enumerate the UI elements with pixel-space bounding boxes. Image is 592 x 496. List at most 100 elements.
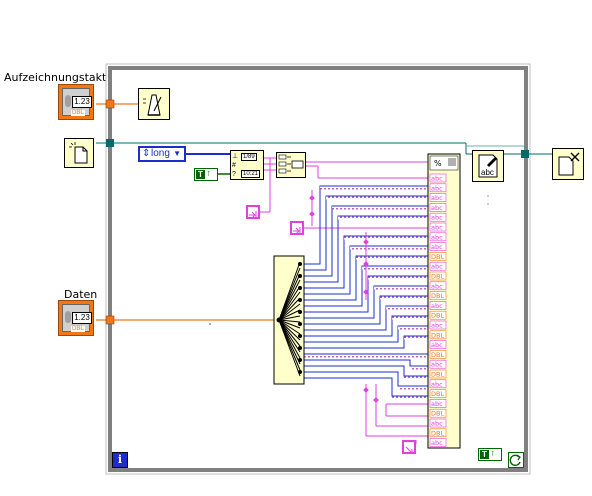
loop-iteration-terminal[interactable]: i: [112, 452, 128, 468]
bool-value: T: [196, 170, 205, 179]
format-input-slot: [429, 340, 447, 349]
format-input-slot: [429, 350, 447, 359]
time-value: 10:21: [241, 170, 261, 178]
format-input-slot: [429, 408, 447, 418]
format-input-slot: [429, 399, 447, 408]
format-input-slot: [429, 418, 447, 428]
wait-until-next-ms-node[interactable]: [138, 88, 170, 120]
format-input-slot: [429, 389, 447, 398]
format-input-slot-label: DBL: [431, 292, 444, 300]
format-input-slot: [429, 438, 447, 447]
bool-toggle-icon: ⊺: [491, 451, 495, 458]
format-input-slot-label: abc: [431, 302, 443, 310]
format-input-slot: [429, 291, 447, 300]
format-input-slot: [429, 183, 447, 193]
format-input-slot-label: abc: [431, 194, 443, 202]
format-input-slot: [429, 369, 447, 379]
format-input-slot: [429, 281, 447, 291]
numeric-knob-icon: [65, 311, 71, 323]
format-input-slot-label: DBL: [431, 351, 444, 359]
format-input-slot-label: abc: [431, 341, 443, 349]
format-input-slot-label: abc: [431, 439, 443, 447]
close-file-node[interactable]: [552, 148, 584, 180]
format-input-slot-label: DBL: [431, 312, 444, 320]
numeric-value: 1.23: [72, 96, 92, 108]
format-input-slot-label: DBL: [431, 429, 444, 437]
format-datetime-node[interactable]: ⊥ 1/89 # ? 10:21: [230, 150, 264, 180]
loop-condition-terminal[interactable]: [508, 452, 524, 468]
string-constant-3[interactable]: [402, 440, 416, 454]
write-text-file-icon: [478, 154, 498, 178]
bool-true-constant[interactable]: T ⊺: [194, 168, 218, 181]
format-input-slot: [429, 330, 447, 340]
format-input-slot-label: DBL: [431, 390, 444, 398]
string-constant-1[interactable]: [246, 205, 260, 219]
chevron-down-icon: ▼: [173, 149, 181, 158]
string-wires-top[interactable]: [186, 153, 430, 229]
format-input-slot-label: abc: [431, 400, 443, 408]
format-input-slot-label: abc: [431, 380, 443, 388]
format-input-slot-label: abc: [431, 204, 443, 212]
bool-toggle-icon: ⊺: [207, 171, 211, 178]
tunnel-numeric-data: [105, 315, 115, 325]
eol-icon: [405, 446, 413, 454]
format-input-slot: [429, 271, 447, 281]
format-input-slot-label: abc: [431, 175, 443, 183]
date-value: 1/89: [241, 153, 257, 161]
format-input-slot: [429, 232, 447, 242]
loop-condition-icon: [509, 454, 521, 467]
format-into-string-node[interactable]: % abcabcabcabcabcabcabcabcDBLabcDBLabcDB…: [427, 153, 461, 449]
array-wires[interactable]: [300, 185, 430, 444]
format-input-slot-label: abc: [431, 214, 443, 222]
new-file-icon: [69, 142, 88, 164]
format-input-slot: [429, 193, 447, 202]
tunnel-refnum-out: [521, 150, 529, 158]
data-control[interactable]: 1.23 DBL: [58, 300, 94, 336]
tunnel-numeric-top: [105, 99, 115, 109]
format-input-slot: [429, 173, 447, 183]
format-input-slot: [429, 359, 447, 369]
while-loop-structure[interactable]: [105, 63, 531, 475]
open-file-node[interactable]: [64, 138, 94, 168]
record-rate-control[interactable]: 1.23 DBL: [58, 84, 94, 120]
numeric-value: 1.23: [72, 312, 92, 324]
tunnel-refnum-in: [106, 139, 114, 147]
format-input-slot: [429, 310, 447, 320]
format-input-slot-label: DBL: [431, 253, 444, 261]
ring-value: long: [151, 148, 170, 159]
string-constant-2[interactable]: [290, 221, 304, 235]
format-input-slot: [429, 379, 447, 389]
format-input-slot-label: abc: [431, 233, 443, 241]
concatenate-icon: [278, 154, 304, 174]
format-input-slot: [429, 301, 447, 310]
format-input-slot-label: DBL: [431, 410, 444, 418]
index-array-node[interactable]: [273, 255, 305, 385]
abc-label: abc: [481, 168, 494, 177]
bool-value: T: [480, 450, 489, 459]
type-label: DBL: [71, 326, 85, 332]
numeric-wires[interactable]: [96, 103, 276, 321]
bool-true-constant-stop[interactable]: T ⊺: [478, 448, 502, 461]
format-input-slot-label: abc: [431, 243, 443, 251]
format-input-slot-label: abc: [431, 361, 443, 369]
format-input-slot-label: DBL: [431, 371, 444, 379]
format-input-slot-label: abc: [431, 282, 443, 290]
format-input-slot: [429, 212, 447, 222]
metronome-icon: [143, 94, 162, 116]
concatenate-strings-node[interactable]: [276, 152, 306, 178]
format-input-slot: [429, 252, 447, 261]
format-input-slot: [429, 320, 447, 330]
ring-step-icon: ⇕: [142, 148, 151, 159]
format-input-slot: [429, 222, 447, 232]
ring-constant[interactable]: ⇕ long ▼: [138, 146, 186, 162]
type-label: DBL: [71, 110, 85, 116]
format-input-slot: [429, 242, 447, 251]
arrow-right-icon: [249, 211, 257, 219]
format-input-slot-label: DBL: [431, 273, 444, 281]
format-input-slot-label: abc: [431, 263, 443, 271]
loop-iteration-icon: i: [117, 453, 123, 466]
arrow-right-icon: [293, 227, 301, 235]
format-input-slot-label: DBL: [431, 331, 444, 339]
write-text-file-node[interactable]: abc: [472, 150, 504, 182]
